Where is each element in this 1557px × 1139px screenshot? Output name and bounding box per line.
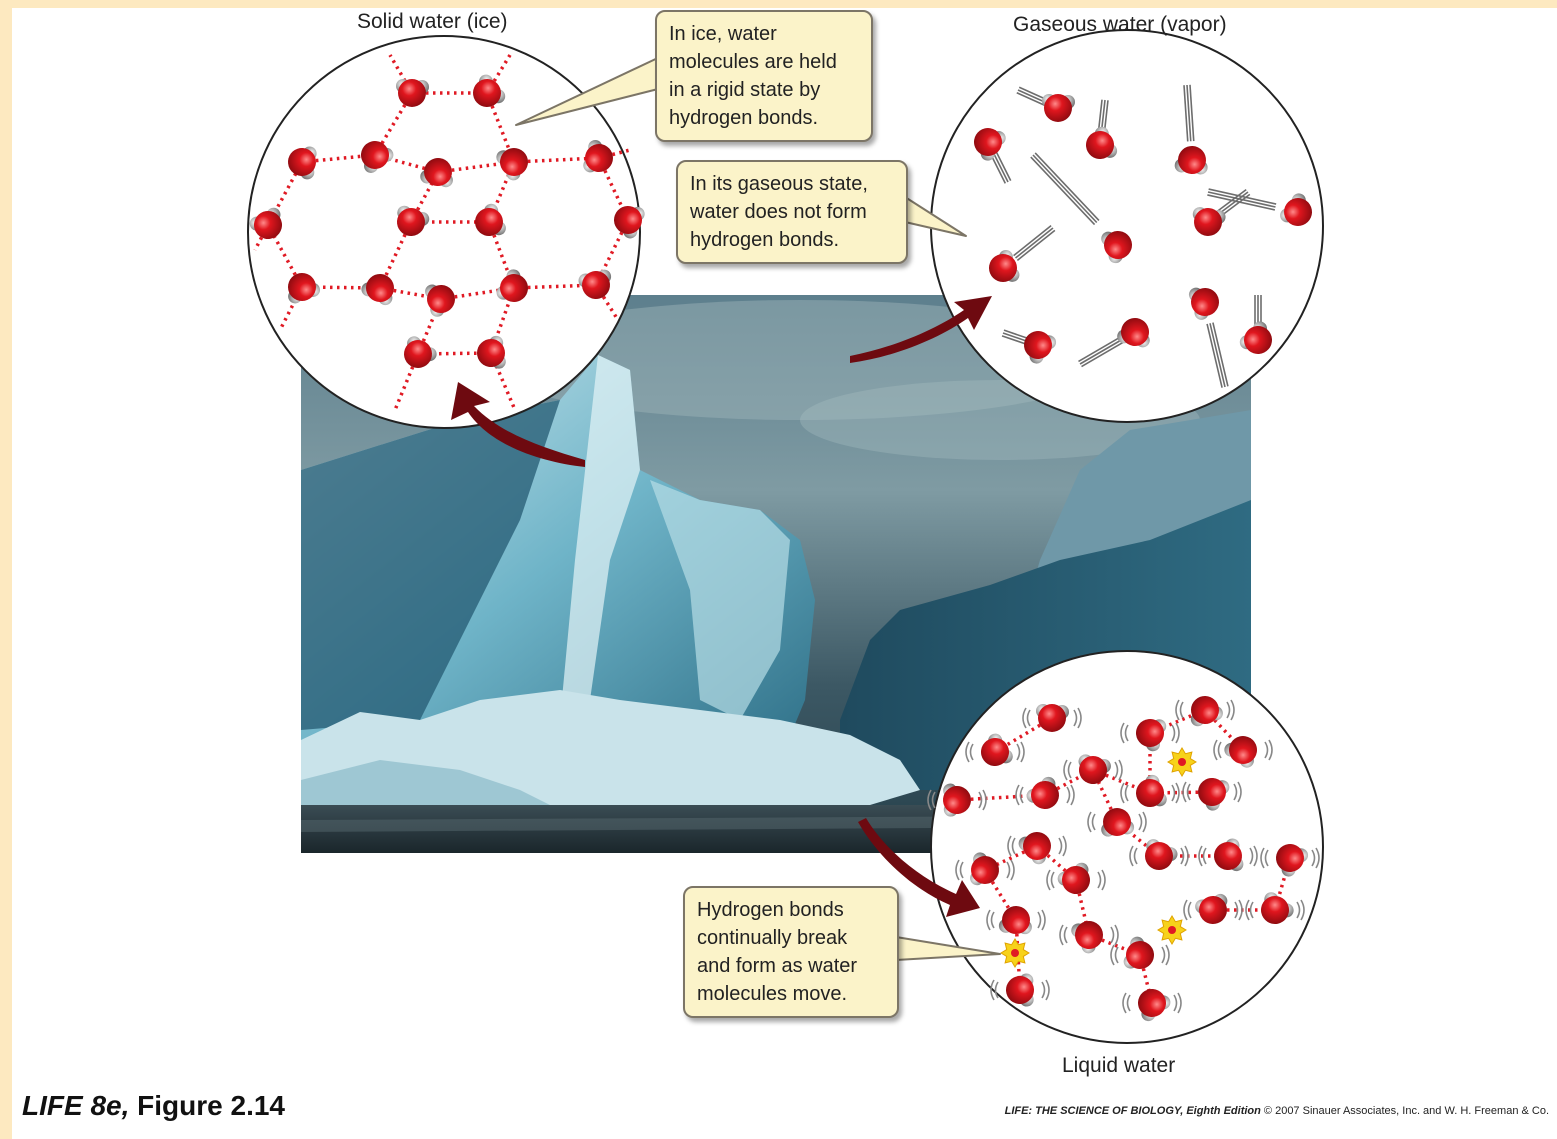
ice-callout-line: molecules are held <box>669 48 859 76</box>
ice-callout-line: in a rigid state by <box>669 76 859 104</box>
gas-callout-line: In its gaseous state, <box>690 170 894 198</box>
vapor-label: Gaseous water (vapor) <box>1013 13 1227 37</box>
bond-break-spark-icon <box>1158 916 1186 944</box>
vapor-molecule-circle <box>931 30 1323 422</box>
liquid-callout: Hydrogen bonds continually break and for… <box>683 886 899 1018</box>
ice-label: Solid water (ice) <box>357 10 508 34</box>
liquid-molecule-circle <box>928 651 1323 1043</box>
figure-book: LIFE 8e, <box>22 1090 129 1121</box>
copyright-credit: LIFE: THE SCIENCE OF BIOLOGY, Eighth Edi… <box>1005 1105 1549 1117</box>
credit-copyright: © 2007 Sinauer Associates, Inc. and W. H… <box>1264 1105 1549 1117</box>
liquid-callout-line: molecules move. <box>697 980 885 1008</box>
liquid-label: Liquid water <box>1062 1054 1175 1078</box>
liquid-callout-line: Hydrogen bonds <box>697 896 885 924</box>
bond-break-spark-icon <box>1001 939 1029 967</box>
ice-callout-line: hydrogen bonds. <box>669 104 859 132</box>
credit-book-title: LIFE: THE SCIENCE OF BIOLOGY, Eighth Edi… <box>1005 1105 1261 1117</box>
gas-callout: In its gaseous state, water does not for… <box>676 160 908 264</box>
figure-caption: LIFE 8e, Figure 2.14 <box>22 1090 285 1122</box>
ice-callout: In ice, water molecules are held in a ri… <box>655 10 873 142</box>
ice-callout-line: In ice, water <box>669 20 859 48</box>
liquid-callout-line: and form as water <box>697 952 885 980</box>
gas-callout-line: hydrogen bonds. <box>690 226 894 254</box>
bond-break-spark-icon <box>1168 748 1196 776</box>
liquid-callout-line: continually break <box>697 924 885 952</box>
gas-callout-line: water does not form <box>690 198 894 226</box>
figure-number: Figure 2.14 <box>137 1090 285 1121</box>
